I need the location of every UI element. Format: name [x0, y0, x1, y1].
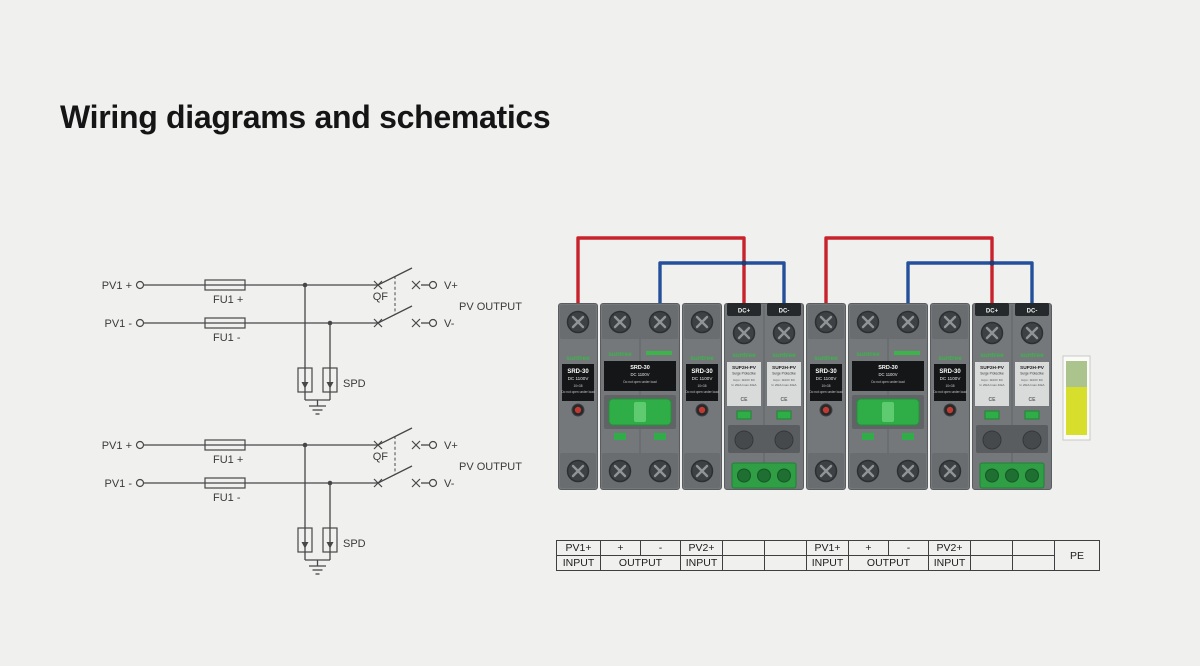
pe-terminal-block: [1062, 355, 1091, 441]
breaker-2-2pole: [601, 304, 680, 490]
cell-pe: PE: [1054, 540, 1100, 571]
blue-wire-1: [658, 261, 786, 305]
page-title: Wiring diagrams and schematics: [60, 99, 551, 135]
breaker-6-srd30: [931, 304, 970, 490]
cell-input-a1: INPUT: [556, 555, 601, 571]
wire-crossing-dot-1: [741, 260, 747, 266]
device-illustration: suntree SRD-30 DC 1100V 10×38 Do not ope…: [555, 236, 1091, 500]
terminal-table: PV1+ + - PV2+ PV1+ + - PV2+ PE INPUT OUT…: [556, 540, 1100, 571]
cell-pv1-b: PV1+: [806, 540, 849, 556]
cell-empty: [1012, 555, 1055, 571]
cell-empty: [722, 540, 765, 556]
breaker-3-srd30: [683, 304, 722, 490]
cell-output-b: OUTPUT: [848, 555, 929, 571]
cell-input-b2: INPUT: [928, 555, 971, 571]
cell-empty: [970, 555, 1013, 571]
spd-1-sup2h-pv: [725, 303, 804, 490]
breaker-1-srd30: [559, 304, 598, 490]
cell-empty: [1012, 540, 1055, 556]
cell-pv2-b: PV2+: [928, 540, 971, 556]
pe-block-green-segment: [1066, 361, 1087, 387]
pe-block-yellow-segment: [1066, 387, 1087, 435]
cell-input-a2: INPUT: [680, 555, 723, 571]
wiring-harness: [576, 236, 1034, 305]
cell-pv1-a: PV1+: [556, 540, 601, 556]
cell-empty: [764, 540, 807, 556]
blue-wire-2: [906, 261, 1034, 305]
cell-plus-b: +: [848, 540, 889, 556]
wiring-schematic-diagrams: PV1 + FU1 + PV1 - FU1 -: [101, 267, 523, 575]
circuit-diagram-1: [101, 267, 523, 415]
red-wire-1: [576, 236, 746, 305]
cell-pv2-a: PV2+: [680, 540, 723, 556]
cell-empty: [764, 555, 807, 571]
breaker-5-2pole: [849, 304, 928, 490]
table-row-functions: INPUT OUTPUT INPUT INPUT OUTPUT INPUT: [556, 555, 1100, 571]
cell-empty: [722, 555, 765, 571]
spd-2-sup2h-pv: [973, 303, 1052, 490]
circuit-diagram-2: [101, 427, 523, 575]
wire-crossing-dot-2: [989, 260, 995, 266]
cell-input-b1: INPUT: [806, 555, 849, 571]
table-row-terminals: PV1+ + - PV2+ PV1+ + - PV2+ PE: [556, 540, 1100, 571]
breaker-4-srd30: [807, 304, 846, 490]
cell-output-a: OUTPUT: [600, 555, 681, 571]
red-wire-2: [824, 236, 994, 305]
cell-minus-a: -: [640, 540, 681, 556]
cell-plus-a: +: [600, 540, 641, 556]
cell-minus-b: -: [888, 540, 929, 556]
cell-empty: [970, 540, 1013, 556]
